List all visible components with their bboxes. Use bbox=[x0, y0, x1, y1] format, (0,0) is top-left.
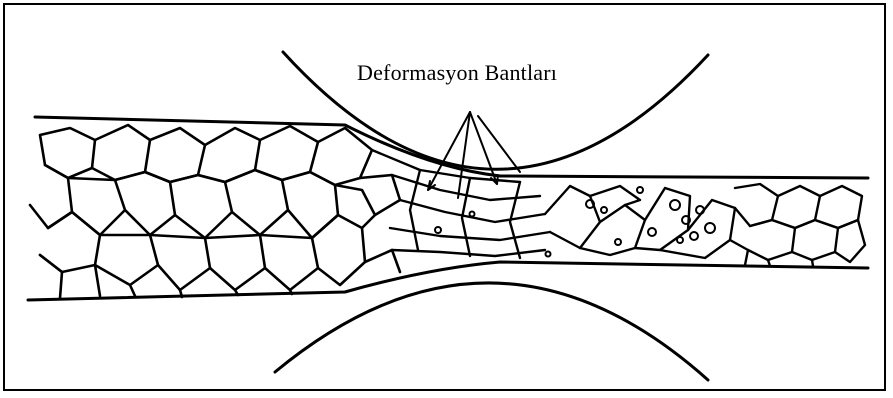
label-arrows bbox=[428, 112, 520, 198]
coarse-grain-network bbox=[30, 125, 400, 298]
fine-grain-network bbox=[730, 184, 865, 266]
deformation-bands-label: Deformasyon Bantları bbox=[357, 60, 557, 86]
lower-roller bbox=[275, 283, 708, 380]
